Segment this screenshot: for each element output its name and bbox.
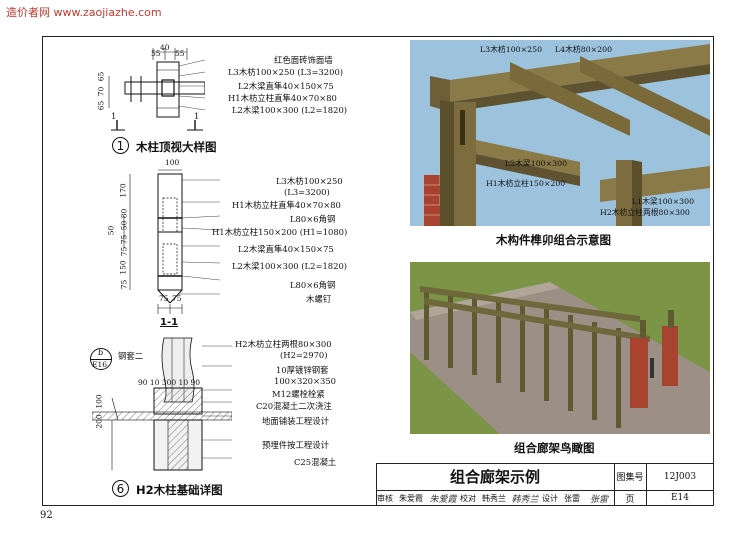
detail1-dim-65a: 65 — [96, 71, 106, 82]
detail1-section-mark-left: 1 — [111, 111, 117, 121]
section11-callout-8: L80×6角钢 — [290, 280, 336, 290]
section11-callout-5: H1木枋立柱150×200 (H1=1080) — [212, 227, 348, 237]
detail1-callout-4: H1木枋立柱直隼40×70×80 — [228, 93, 337, 103]
detail1-dim-40: 40 — [160, 43, 170, 52]
photo1-caption: 木构件榫卯组合示意图 — [496, 233, 611, 247]
detail1-section-mark-right: 1 — [194, 111, 200, 121]
section11-title: 1-1 — [160, 317, 179, 328]
photo1-label-2: L4木枋80×200 — [555, 45, 613, 54]
title-block-col-divider-2 — [646, 463, 647, 506]
detail1-dim-55a: 55 — [151, 49, 161, 58]
section11-dim-outer: 50 — [106, 225, 116, 236]
photo1-label-5: L1木梁100×300 — [632, 197, 695, 206]
check-signature: 韩秀兰 — [511, 494, 539, 505]
check-name: 韩秀兰 — [482, 493, 506, 503]
detail6-number: 6 — [112, 480, 129, 497]
photo1-label-4: H1木枋立柱150×200 — [486, 179, 566, 188]
section11-callout-7: L2木梁100×300 (L2=1820) — [232, 261, 348, 271]
section11-dim-75c: 75 — [119, 279, 129, 290]
detail1-drawing — [108, 48, 205, 131]
photo1-label-1: L3木枋100×250 — [480, 45, 543, 54]
title-block-col-divider-1 — [614, 463, 615, 506]
title-block-border — [376, 463, 714, 506]
section11-callout-4: L80×6角钢 — [290, 214, 336, 224]
section11-callout-9: 木螺钉 — [306, 294, 332, 304]
review-name: 朱爱霞 — [399, 493, 423, 503]
detail6-callout-5: M12螺栓栓紧 — [272, 389, 325, 399]
detail6-callout-6: C20混凝土二次浇注 — [256, 401, 332, 411]
detail6-ref-code: E16 — [92, 360, 108, 369]
detail1-dim-55b: 55 — [175, 49, 185, 58]
photo1-label-6: H2木枋立柱两根80×300 — [600, 208, 690, 217]
detail1-number: 1 — [112, 137, 129, 154]
design-label: 设计 — [542, 493, 558, 503]
section11-dim-150: 150 — [118, 260, 128, 275]
page-number: 92 — [40, 510, 53, 521]
detail1-dim-70: 70 — [96, 86, 106, 97]
detail6-dims-row: 90 10 300 10 90 — [138, 378, 201, 387]
section11-drawing — [123, 169, 220, 314]
detail6-callout-3: 10厚镀锌钢套 — [276, 365, 329, 375]
title-block-row-divider — [376, 490, 714, 491]
section11-callout-1: L3木枋100×250 — [276, 176, 343, 186]
detail6-callout-4: 100×320×350 — [274, 376, 336, 386]
section11-dim-top: 100 — [165, 158, 180, 167]
page-value: E14 — [670, 493, 690, 503]
aerial-render-art — [410, 262, 710, 434]
detail6-ref-label: 钢套二 — [118, 351, 144, 361]
design-signature: 张雷 — [589, 494, 608, 505]
section11-dim-bottom-b: 75 — [172, 294, 182, 303]
section11-dim-50: 50 — [119, 220, 129, 231]
photo2-caption: 组合廊架鸟瞰图 — [514, 441, 595, 455]
section11-dim-bottom-a: 75 — [159, 294, 169, 303]
detail6-callout-9: C25混凝土 — [294, 457, 337, 467]
drawing-title: 组合廊架示例 — [449, 468, 540, 486]
photo1-label-3: L2木梁100×300 — [505, 159, 568, 168]
section11-dim-75a: 75 — [119, 234, 129, 245]
detail6-callout-8: 预埋件按工程设计 — [262, 440, 329, 450]
design-name: 张雷 — [564, 493, 580, 503]
aerial-render — [410, 262, 710, 434]
joinery-render-art — [410, 40, 710, 226]
detail1-callout-2: L3木枋100×250 (L3=3200) — [228, 67, 344, 77]
detail6-title: H2木柱基础详图 — [136, 483, 223, 497]
watermark: 造价者网 www.zaojiazhe.com — [6, 6, 162, 19]
section11-dim-80: 80 — [119, 208, 129, 219]
detail6-callout-1: H2木枋立柱两根80×300 — [235, 339, 332, 349]
check-label: 校对 — [460, 493, 476, 503]
detail6-dim-100: 100 — [94, 394, 104, 409]
detail6-callout-2: (H2=2970) — [280, 350, 328, 360]
detail1-callout-5: L2木梁100×300 (L2=1820) — [232, 105, 348, 115]
detail1-title: 木柱顶视大样图 — [136, 140, 217, 154]
joinery-render — [410, 40, 710, 226]
detail1-callout-1: 红色面砖饰面墙 — [274, 55, 333, 65]
detail1-callout-3: L2木梁直隼40×150×75 — [238, 81, 334, 91]
section11-callout-2: (L3=3200) — [284, 187, 330, 197]
detail6-ref-divider — [90, 359, 112, 360]
review-label: 审核 — [377, 493, 393, 503]
detail6-callout-7: 地面铺装工程设计 — [262, 416, 329, 426]
page-label: 页 — [625, 494, 635, 505]
detail6-ref-letter: b — [98, 348, 104, 357]
review-signature: 朱爱霞 — [429, 494, 457, 505]
detail6-dim-200: 200 — [94, 414, 104, 429]
title-block: 组合廊架示例 图集号 12J003 页 E14 审核 朱爱霞 朱爱霞 校对 韩秀… — [376, 463, 714, 506]
atlas-label: 图集号 — [616, 473, 644, 483]
section11-dim-170: 170 — [118, 183, 128, 198]
section11-dim-75b: 75 — [119, 246, 129, 257]
section11-callout-3: H1木枋立柱直隼40×70×80 — [232, 200, 341, 210]
section11-callout-6: L2木梁直隼40×150×75 — [238, 244, 334, 254]
detail6-drawing — [92, 337, 232, 471]
atlas-value: 12J003 — [663, 471, 697, 482]
detail1-dim-65b: 65 — [96, 100, 106, 111]
